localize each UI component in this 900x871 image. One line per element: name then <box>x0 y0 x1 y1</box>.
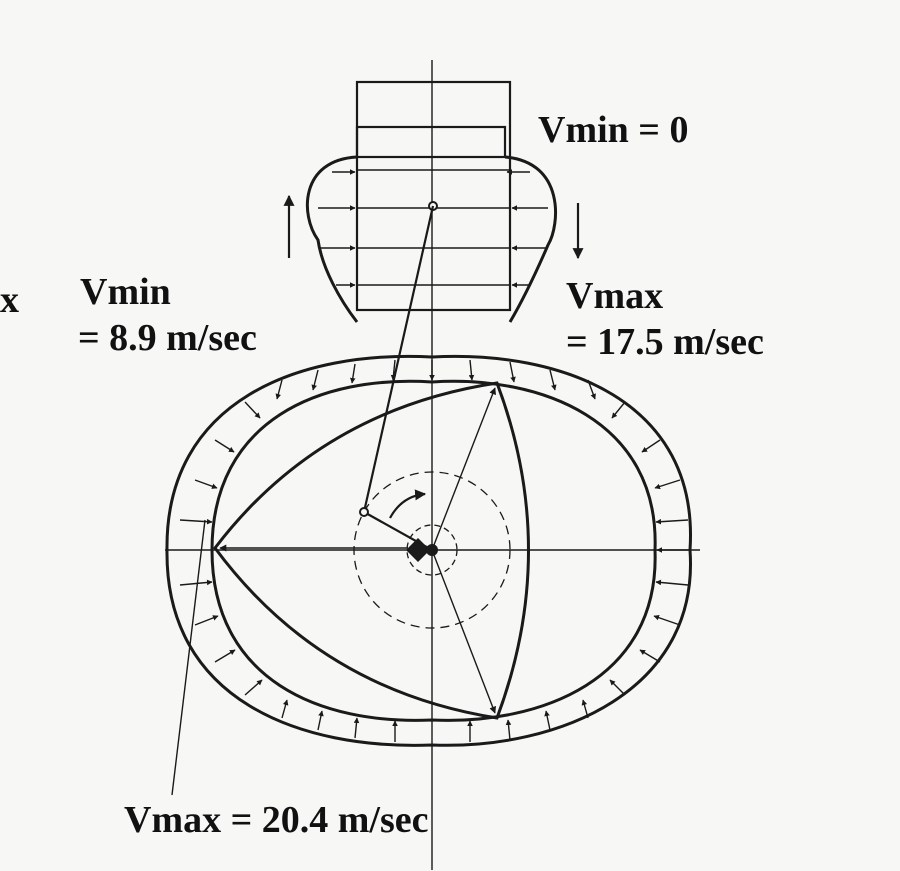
right-velocity-profile <box>504 155 557 323</box>
outer-velocity-envelope <box>165 354 692 747</box>
right-profile-arrows <box>506 169 548 288</box>
piston-assembly <box>355 80 512 312</box>
apex-radial-arrows <box>219 387 496 714</box>
vmin-zero-label: Vmin = 0 <box>538 109 689 151</box>
eccentric-diamond <box>406 538 430 562</box>
shaft-circle <box>406 524 458 576</box>
vmin-left-title: Vmin <box>80 271 171 313</box>
vmin-left-value: = 8.9 m/sec <box>78 317 257 359</box>
connecting-rod <box>362 205 435 513</box>
housing-inner-contour <box>210 379 657 722</box>
left-velocity-profile <box>305 155 359 323</box>
piston-head <box>355 125 507 159</box>
vmax-bottom-leader <box>171 519 206 796</box>
rotation-arrow <box>389 489 427 519</box>
main-shaft-center <box>426 544 438 556</box>
vmax-bottom-label: Vmax = 20.4 m/sec <box>124 799 429 841</box>
rotor <box>213 381 530 720</box>
vmax-right-title: Vmax <box>566 275 664 317</box>
cylinder-outer <box>355 80 512 312</box>
crank-pin <box>359 507 369 517</box>
left-profile-arrows <box>318 169 356 288</box>
vmax-right-value: = 17.5 m/sec <box>566 321 764 363</box>
eccentric-path-circle <box>353 471 511 629</box>
edge-fragment-label: x <box>0 279 19 321</box>
band-arrows <box>179 359 690 742</box>
